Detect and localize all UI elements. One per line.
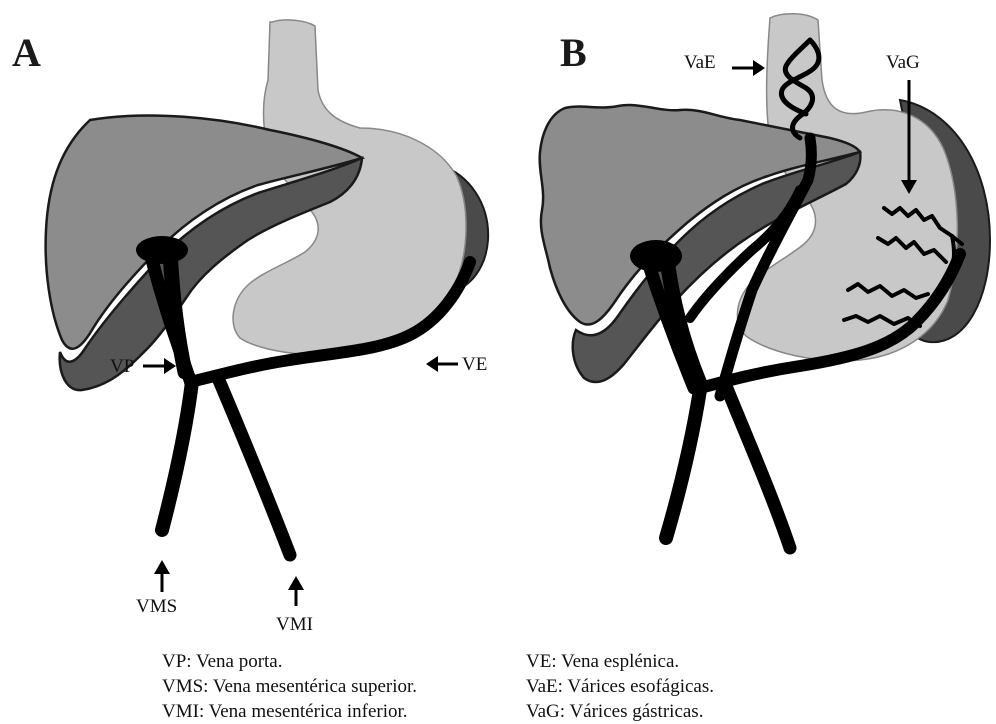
- label-vp: VP: [110, 356, 134, 377]
- arrow-ve: [426, 356, 458, 372]
- legend-left: VP: Vena porta. VMS: Vena mesentérica su…: [162, 649, 417, 724]
- arrow-vmi: [288, 576, 304, 606]
- panel-a-letter: A: [12, 30, 41, 75]
- panel-b: B: [540, 14, 990, 548]
- legend-item-vp: VP: Vena porta.: [162, 649, 417, 674]
- sup-mesenteric-vein-a: [162, 382, 192, 530]
- panel-b-letter: B: [560, 30, 587, 75]
- hilum-b: [630, 240, 682, 272]
- legend-item-vae: VaE: Várices esofágicas.: [526, 674, 714, 699]
- legend-item-vms: VMS: Vena mesentérica superior.: [162, 674, 417, 699]
- arrow-vms: [154, 560, 170, 592]
- legend-item-vag: VaG: Várices gástricas.: [526, 699, 714, 724]
- legend-item-ve: VE: Vena esplénica.: [526, 649, 714, 674]
- hilum-a: [136, 236, 188, 264]
- label-vmi: VMI: [276, 614, 313, 635]
- label-vae: VaE: [684, 52, 716, 73]
- label-vag: VaG: [886, 52, 920, 73]
- label-ve: VE: [462, 354, 487, 375]
- sup-mesenteric-vein-b: [666, 390, 700, 538]
- panel-a: A VP VE V: [12, 20, 488, 635]
- arrow-vae: [732, 60, 765, 76]
- arrow-vp: [143, 358, 176, 374]
- inf-mesenteric-vein-b: [726, 386, 790, 548]
- legend-right: VE: Vena esplénica. VaE: Várices esofági…: [526, 649, 714, 724]
- inf-mesenteric-vein-a: [218, 378, 290, 555]
- label-vms: VMS: [136, 596, 177, 617]
- legend-item-vmi: VMI: Vena mesentérica inferior.: [162, 699, 417, 724]
